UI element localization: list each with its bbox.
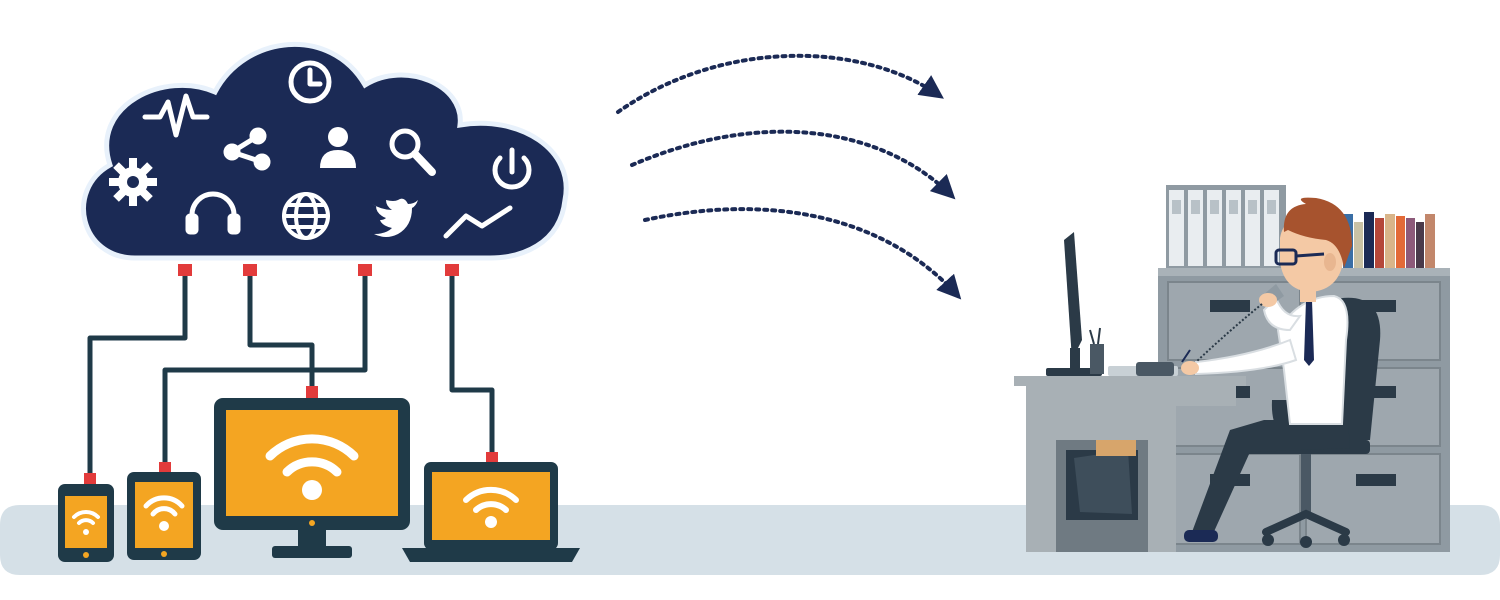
wifi-icon [143,495,185,531]
desk-phone [1136,362,1174,376]
connector-phone [84,473,96,485]
wire-tablet [162,275,368,465]
wire-laptop [449,275,495,455]
pen-cup [1089,327,1104,374]
pulse-icon [142,93,210,138]
wifi-icon [463,486,519,528]
power-icon [492,147,532,190]
wire-desktop [247,275,315,388]
device-tablet [127,472,201,560]
line-chart-icon [443,205,513,239]
device-laptop [402,462,580,562]
connector-1 [178,264,192,276]
search-icon [389,128,436,176]
desk [1014,376,1246,552]
connector-4 [445,264,459,276]
device-phone [58,484,114,562]
transfer-arrow-3 [643,207,962,300]
binders [1166,185,1286,269]
wire-phone [87,275,188,475]
user-icon [320,127,356,168]
connector-tablet [159,462,171,474]
wifi-icon [265,434,359,500]
office-monitor [1046,232,1102,376]
transfer-arrow-2 [630,129,956,200]
office-worker [1181,197,1352,542]
headphones-icon [185,191,241,235]
transfer-arrow-1 [616,53,944,114]
twitter-bird-icon [372,198,418,237]
connector-laptop [486,452,498,464]
share-icon [223,127,271,171]
gear-icon [109,158,157,206]
connector-2 [243,264,257,276]
wifi-icon [72,510,100,535]
globe-icon [282,192,330,240]
cloud [81,41,569,261]
connector-desktop [306,386,318,398]
clock-icon [288,60,332,104]
connector-3 [358,264,372,276]
